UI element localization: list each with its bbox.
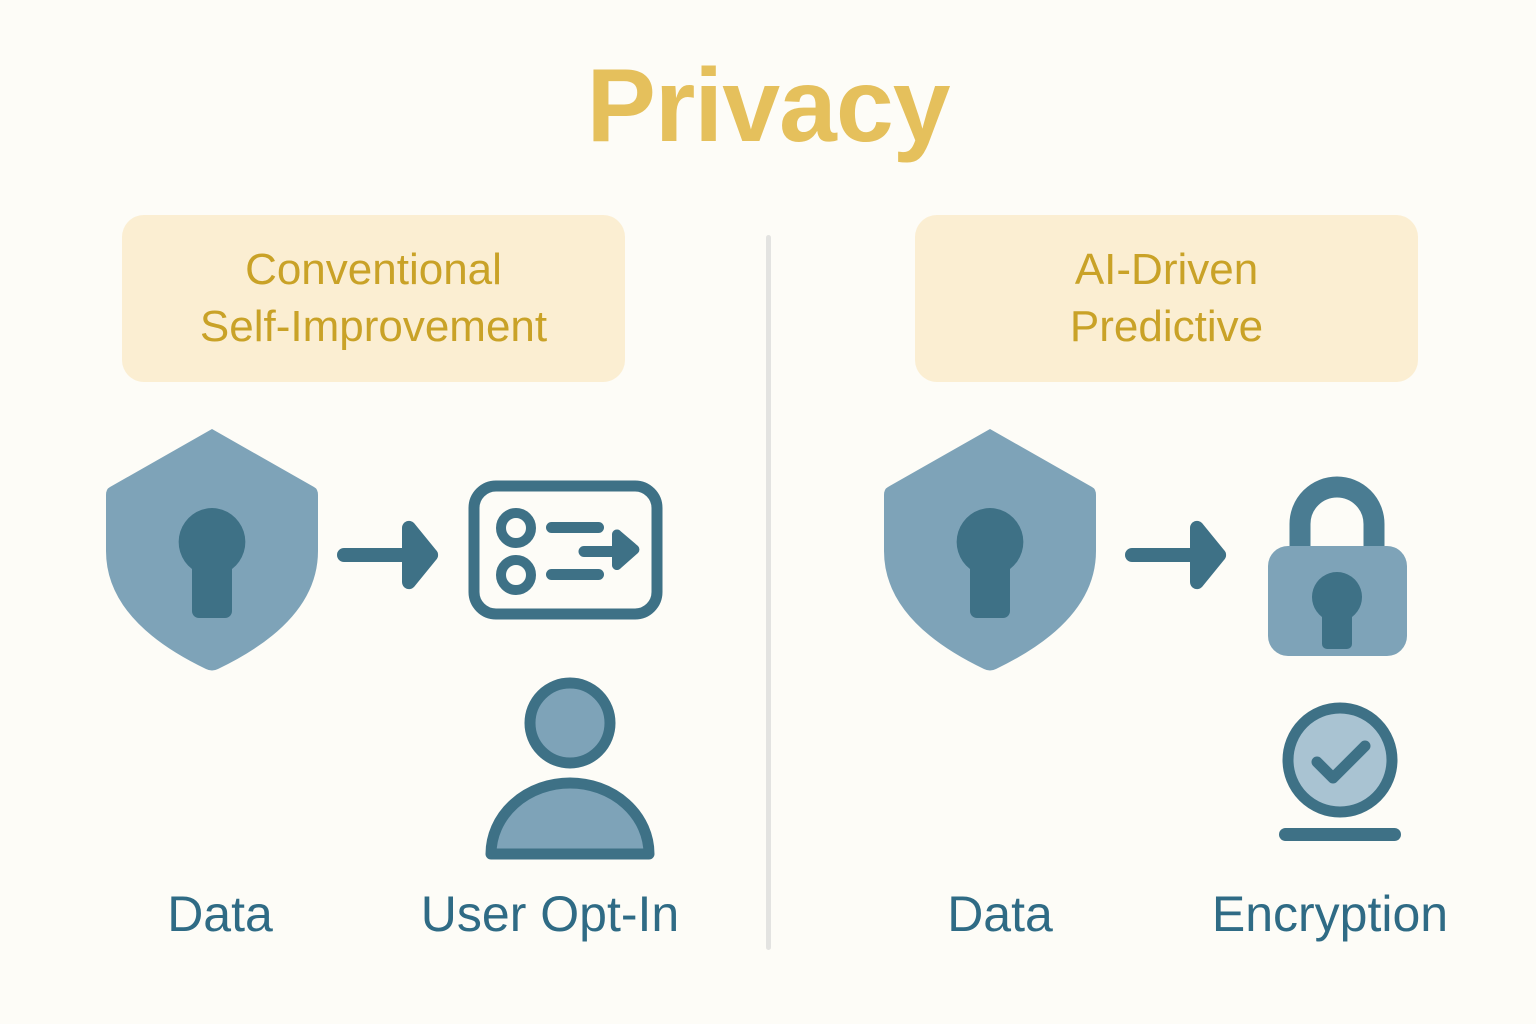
- heading-line-1: Conventional: [245, 245, 502, 295]
- caption-data-left: Data: [167, 886, 273, 942]
- heading-line-2: Predictive: [1069, 301, 1264, 351]
- column-ai-driven: AI-Driven Predictive: [770, 0, 1536, 1024]
- column-divider: [766, 235, 771, 950]
- heading-line-2: Self-Improvement: [199, 301, 548, 351]
- padlock-icon: [1260, 468, 1415, 663]
- user-avatar-icon: [483, 675, 658, 860]
- arrow-right-icon: [1125, 520, 1228, 590]
- consent-card-icon: [468, 480, 663, 620]
- column-heading-ai-driven: AI-Driven Predictive: [915, 215, 1418, 382]
- column-conventional: Conventional Self-Improvement: [0, 0, 766, 1024]
- check-badge-icon: [1273, 698, 1408, 848]
- shield-keyhole-icon: [102, 425, 322, 675]
- caption-data-right: Data: [947, 886, 1053, 942]
- page-title: Privacy: [586, 48, 950, 164]
- caption-encryption: Encryption: [1211, 886, 1449, 942]
- shield-keyhole-icon: [880, 425, 1100, 675]
- heading-line-1: AI-Driven: [1074, 245, 1259, 295]
- arrow-right-icon: [337, 520, 440, 590]
- caption-user-opt-in: User Opt-In: [420, 886, 680, 942]
- column-heading-conventional: Conventional Self-Improvement: [122, 215, 625, 382]
